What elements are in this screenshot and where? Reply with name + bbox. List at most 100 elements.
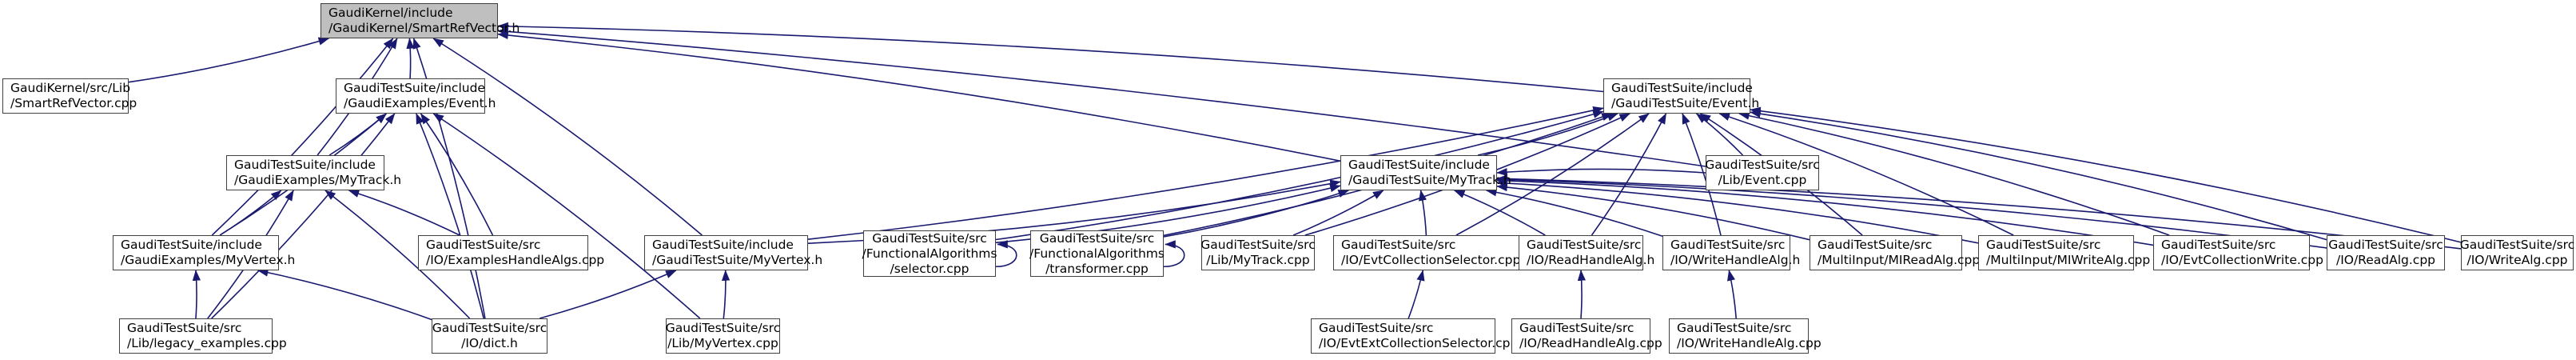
node-label-line: /SmartRefVector.cpp bbox=[10, 96, 137, 110]
node-label-line: GaudiTestSuite/src bbox=[1319, 321, 1434, 335]
graph-node[interactable]: GaudiTestSuite/src/Lib/MyVertex.cpp bbox=[666, 318, 780, 354]
graph-node[interactable]: GaudiKernel/src/Lib/SmartRefVector.cpp bbox=[2, 78, 137, 114]
graph-node[interactable]: GaudiTestSuite/src/IO/EvtCollectionWrite… bbox=[2153, 235, 2323, 270]
node-label-line: GaudiTestSuite/include bbox=[1611, 81, 1753, 95]
graph-node[interactable]: GaudiTestSuite/src/IO/EvtExtCollectionSe… bbox=[1311, 318, 1518, 354]
graph-edge bbox=[1727, 270, 1737, 319]
node-label-line: GaudiTestSuite/src bbox=[1341, 238, 1456, 252]
node-label-line: /selector.cpp bbox=[890, 261, 969, 276]
graph-edge bbox=[1577, 270, 1587, 319]
graph-node[interactable]: GaudiTestSuite/src/FunctionalAlgorithms/… bbox=[1029, 230, 1165, 277]
graph-node[interactable]: GaudiTestSuite/src/FunctionalAlgorithms/… bbox=[862, 230, 997, 277]
graph-edge bbox=[432, 38, 703, 236]
node-label-line: GaudiTestSuite/src bbox=[2161, 238, 2276, 252]
node-label-line: GaudiTestSuite/src bbox=[1677, 321, 1792, 335]
node-label-line: /GaudiKernel/SmartRefVector.h bbox=[328, 21, 520, 35]
graph-edge bbox=[412, 38, 486, 319]
node-label-line: GaudiTestSuite/src bbox=[127, 321, 242, 335]
node-label-line: GaudiTestSuite/src bbox=[432, 321, 547, 335]
node-label-line: /IO/dict.h bbox=[461, 336, 518, 350]
graph-edge bbox=[497, 30, 1341, 162]
node-label-line: GaudiTestSuite/src bbox=[1670, 238, 1786, 252]
graph-edge bbox=[1407, 270, 1425, 319]
graph-node[interactable]: GaudiTestSuite/include/GaudiExamples/MyV… bbox=[113, 235, 295, 270]
node-label-line: GaudiTestSuite/src bbox=[665, 321, 781, 335]
graph-node[interactable]: GaudiTestSuite/src/IO/ReadHandleAlg.cpp bbox=[1511, 318, 1662, 354]
graph-node[interactable]: GaudiTestSuite/src/Lib/legacy_examples.c… bbox=[119, 318, 287, 354]
graph-edge bbox=[497, 22, 1604, 93]
graph-edge bbox=[1163, 240, 1185, 268]
graph-node[interactable]: GaudiTestSuite/include/GaudiExamples/MyT… bbox=[226, 155, 401, 190]
node-label-line: /IO/ReadAlg.cpp bbox=[2335, 253, 2436, 267]
node-label-line: GaudiKernel/include bbox=[328, 6, 453, 20]
node-label-line: /Lib/legacy_examples.cpp bbox=[127, 336, 287, 350]
graph-edge bbox=[257, 268, 432, 321]
node-label-line: GaudiTestSuite/src bbox=[1818, 238, 1933, 252]
node-label-line: /GaudiExamples/Event.h bbox=[344, 96, 496, 110]
node-label-line: /IO/WriteHandleAlg.h bbox=[1670, 253, 1801, 267]
node-label-line: /GaudiTestSuite/MyTrack.h bbox=[1348, 173, 1511, 187]
graph-node[interactable]: GaudiTestSuite/src/MultiInput/MIReadAlg.… bbox=[1810, 235, 1980, 270]
graph-edge bbox=[1496, 182, 1810, 241]
node-label-line: /Lib/MyTrack.cpp bbox=[1206, 253, 1310, 267]
graph-node[interactable]: GaudiTestSuite/include/GaudiTestSuite/My… bbox=[644, 235, 822, 270]
node-label-line: GaudiTestSuite/src bbox=[1705, 158, 1820, 172]
node-label-line: GaudiTestSuite/src bbox=[1986, 238, 2101, 252]
graph-edge bbox=[1750, 106, 2462, 243]
graph-edge bbox=[1682, 113, 1722, 236]
node-label-line: /Lib/Event.cpp bbox=[1718, 173, 1807, 187]
node-label-line: /IO/EvtExtCollectionSelector.cpp bbox=[1319, 336, 1519, 350]
graph-edge bbox=[1163, 190, 1350, 238]
node-label-line: /IO/EvtCollectionSelector.cpp bbox=[1341, 253, 1521, 267]
graph-edge bbox=[1738, 111, 2170, 236]
node-label-line: GaudiTestSuite/src bbox=[2459, 238, 2575, 252]
graph-edge bbox=[1453, 190, 1546, 236]
node-label-line: /GaudiTestSuite/MyVertex.h bbox=[652, 253, 823, 267]
graph-edge bbox=[1496, 175, 2327, 249]
node-label-line: GaudiTestSuite/src bbox=[1039, 230, 1155, 246]
graph-edge bbox=[211, 113, 396, 319]
graph-edge bbox=[416, 113, 484, 319]
graph-node[interactable]: GaudiKernel/include/GaudiKernel/SmartRef… bbox=[321, 3, 520, 38]
graph-edge bbox=[324, 190, 471, 319]
graph-node[interactable]: GaudiTestSuite/src/IO/dict.h bbox=[432, 318, 547, 354]
graph-node[interactable]: GaudiTestSuite/src/IO/ReadAlg.cpp bbox=[2327, 235, 2445, 270]
graph-node[interactable]: GaudiTestSuite/src/Lib/MyTrack.cpp bbox=[1200, 235, 1316, 270]
graph-node[interactable]: GaudiTestSuite/src/IO/ReadHandleAlg.h bbox=[1519, 235, 1654, 270]
node-label-line: GaudiTestSuite/src bbox=[1519, 321, 1634, 335]
graph-edge bbox=[1591, 113, 1667, 236]
graph-edge bbox=[1750, 110, 2327, 241]
graph-node[interactable]: GaudiTestSuite/src/Lib/Event.cpp bbox=[1705, 155, 1820, 190]
graph-edge bbox=[1695, 113, 1744, 156]
graph-node[interactable]: GaudiTestSuite/src/IO/EvtCollectionSelec… bbox=[1333, 235, 1523, 270]
graph-edge bbox=[1477, 113, 1618, 156]
graph-node[interactable]: GaudiTestSuite/include/GaudiExamples/Eve… bbox=[336, 78, 496, 114]
node-label-line: GaudiTestSuite/include bbox=[234, 158, 376, 172]
graph-node[interactable]: GaudiTestSuite/src/MultiInput/MIWriteAlg… bbox=[1978, 235, 2150, 270]
graph-edge bbox=[128, 37, 330, 83]
graph-edge bbox=[497, 27, 1706, 167]
node-label-line: GaudiTestSuite/include bbox=[344, 81, 485, 95]
node-label-line: GaudiTestSuite/src bbox=[1527, 238, 1642, 252]
graph-edge bbox=[348, 190, 460, 236]
node-label-line: /IO/EvtCollectionWrite.cpp bbox=[2161, 253, 2323, 267]
graph-node[interactable]: GaudiTestSuite/src/IO/ExamplesHandleAlgs… bbox=[418, 235, 604, 270]
node-label-line: GaudiTestSuite/src bbox=[426, 238, 541, 252]
graph-edge bbox=[995, 240, 1017, 268]
node-label-line: GaudiTestSuite/include bbox=[652, 238, 794, 252]
graph-node[interactable]: GaudiTestSuite/src/IO/WriteHandleAlg.cpp bbox=[1669, 318, 1822, 354]
graph-node[interactable]: GaudiTestSuite/include/GaudiTestSuite/Ev… bbox=[1603, 78, 1759, 114]
graph-node[interactable]: GaudiTestSuite/src/IO/WriteHandleAlg.h bbox=[1662, 235, 1800, 270]
graph-edge bbox=[1496, 176, 2154, 246]
node-label-line: /GaudiExamples/MyVertex.h bbox=[121, 253, 296, 267]
graph-edge bbox=[432, 113, 701, 319]
graph-edge bbox=[995, 110, 1604, 241]
node-label-line: GaudiKernel/src/Lib bbox=[10, 81, 131, 95]
node-label-line: GaudiTestSuite/include bbox=[1348, 158, 1490, 172]
node-label-line: /IO/WriteAlg.cpp bbox=[2467, 253, 2568, 267]
graph-node[interactable]: GaudiTestSuite/include/GaudiTestSuite/My… bbox=[1340, 155, 1511, 190]
graph-node[interactable]: GaudiTestSuite/src/IO/WriteAlg.cpp bbox=[2459, 235, 2575, 270]
graph-edge bbox=[1718, 113, 2014, 236]
node-label-line: GaudiTestSuite/src bbox=[872, 230, 987, 246]
